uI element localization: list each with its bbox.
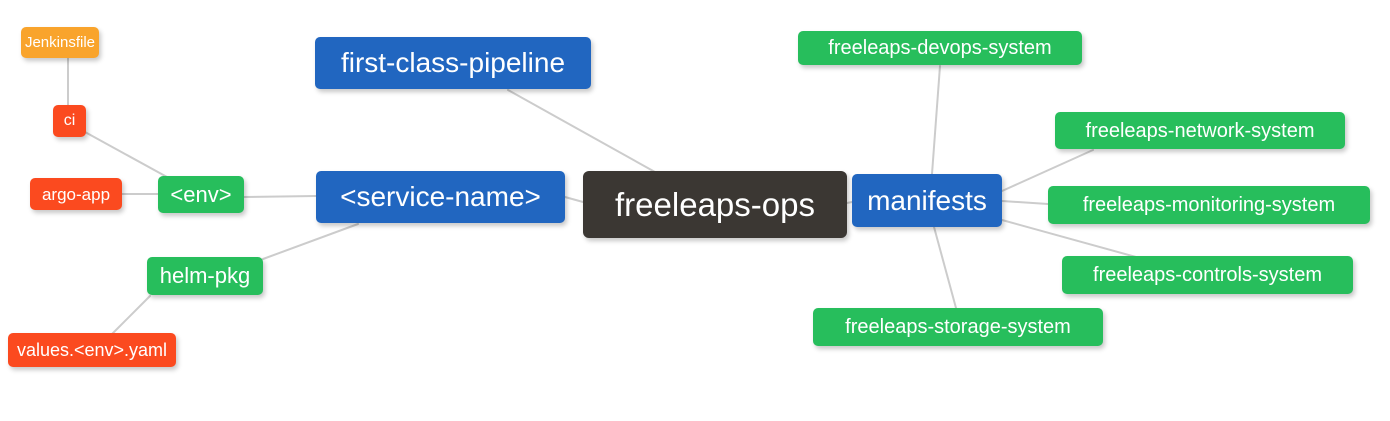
edge-manifests-devops (931, 65, 941, 175)
node-freeleaps-controls-system[interactable]: freeleaps-controls-system (1062, 256, 1353, 294)
edge-manifests-storage (933, 226, 957, 309)
edge-ci-env (84, 131, 168, 178)
edge-helm-pkg-values-yaml (111, 295, 151, 335)
edge-pipeline-freeleaps-ops (507, 89, 656, 173)
node-helm-pkg[interactable]: helm-pkg (147, 257, 263, 295)
edge-env-service-name (243, 195, 317, 198)
edge-helm-pkg-service-name (262, 223, 359, 260)
edge-manifests-network (1001, 149, 1094, 192)
node-freeleaps-ops[interactable]: freeleaps-ops (583, 171, 847, 238)
node-freeleaps-storage-system[interactable]: freeleaps-storage-system (813, 308, 1103, 346)
node-ci[interactable]: ci (53, 105, 86, 137)
edge-manifests-monitoring (1001, 200, 1049, 205)
node-env[interactable]: <env> (158, 176, 244, 213)
node-service-name[interactable]: <service-name> (316, 171, 565, 223)
edge-service-name-freeleaps-ops (564, 196, 584, 203)
node-argo-app[interactable]: argo-app (30, 178, 122, 210)
node-values-env-yaml[interactable]: values.<env>.yaml (8, 333, 176, 367)
node-freeleaps-network-system[interactable]: freeleaps-network-system (1055, 112, 1345, 149)
node-first-class-pipeline[interactable]: first-class-pipeline (315, 37, 591, 89)
node-freeleaps-devops-system[interactable]: freeleaps-devops-system (798, 31, 1082, 65)
node-jenkinsfile[interactable]: Jenkinsfile (21, 27, 99, 58)
edge-freeleaps-ops-manifests (846, 201, 853, 204)
node-freeleaps-monitoring-system[interactable]: freeleaps-monitoring-system (1048, 186, 1370, 224)
node-manifests[interactable]: manifests (852, 174, 1002, 227)
edge-manifests-controls (1001, 219, 1137, 258)
